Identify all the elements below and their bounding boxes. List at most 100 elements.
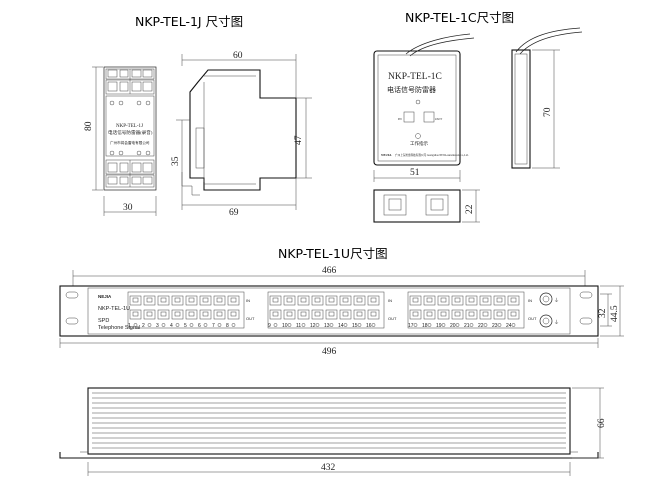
status-led [497,323,502,327]
side-view-1c [511,27,583,169]
label-1u-out-2: OUT [388,316,397,321]
rj11-port-out [367,309,380,320]
status-led [217,323,222,327]
bottom-view-1u [59,387,604,476]
port-number-label: 22 [478,323,484,329]
port-number-label: 12 [310,323,316,329]
port-number-label: 4 [170,323,173,329]
ground-icon-bottom: ⏚ [554,319,559,326]
label-1u-in-1: IN [246,298,250,303]
rj11-port-in [185,295,198,306]
rj11-port-in [157,295,170,306]
status-led [469,323,474,327]
status-led [357,323,362,327]
port-number-label: 17 [408,323,414,329]
port-number-label: 1 [128,323,131,329]
status-led [329,323,334,327]
ground-icon-top: ⏚ [554,297,559,304]
rj11-port-out [185,309,198,320]
label-1u-type2: Telephone Signal [98,325,140,331]
rj11-port-out [353,309,366,320]
status-led [427,323,432,327]
dim-1c-height: 70 [543,107,553,117]
dim-1u-mount: 466 [322,266,337,276]
rj11-port-out [325,309,338,320]
rj11-port-in [437,295,450,306]
port-number-label: 23 [492,323,498,329]
rj11-port-in [479,295,492,306]
rj11-port-out [297,309,310,320]
label-1j-name: 电话信号防雷器(录音) [108,129,153,136]
status-led [189,323,194,327]
rj11-port-in [353,295,366,306]
rj11-port-in [423,295,436,306]
status-led [455,323,460,327]
rj11-port-out [465,309,478,320]
status-led [175,323,180,327]
rj11-port-out [143,309,156,320]
label-1u-in-2: IN [388,298,392,303]
rj11-port-in [451,295,464,306]
label-1j-company: 广州市将会雷电有限公司 [110,140,150,145]
rj11-port-in [409,295,422,306]
status-led [301,323,306,327]
rj11-port-out [171,309,184,320]
port-number-label: 14 [338,323,344,329]
port-number-label: 2 [142,323,145,329]
label-1u-model: NKP-TEL-1U [98,306,130,312]
label-1u-brand: NEJIA [98,294,112,299]
port-number-label: 13 [324,323,330,329]
dim-1c-side: 22 [465,204,475,214]
label-1u-out-3: OUT [528,316,537,321]
rj11-port-in [283,295,296,306]
rj11-port-in [493,295,506,306]
rj11-port-in [199,295,212,306]
label-1c-in: IN [398,117,402,121]
status-led [287,323,292,327]
dim-1c-width: 51 [410,168,420,178]
dim-1u-panel: 44.5 [610,305,620,322]
rj11-port-out [437,309,450,320]
rj11-port-in [129,295,142,306]
side-view-1j [176,54,312,210]
port-number-label: 16 [366,323,372,329]
rj11-port-out [311,309,324,320]
label-1c-company: 广州上东防雷科技有限公司 Guangzhou NEJIA Automation … [395,153,469,157]
label-1c-brand: NEJIA [381,153,392,157]
port-number-label: 3 [156,323,159,329]
label-1u-out-1: OUT [246,316,255,321]
port-number-label: 11 [296,323,301,329]
rj11-port-in [227,295,240,306]
rj11-port-in [143,295,156,306]
rj11-port-out [213,309,226,320]
dim-1j-top: 60 [233,51,243,61]
dim-1j-width: 30 [123,203,133,213]
port-number-label: 24 [506,323,512,329]
rj11-port-out [157,309,170,320]
rj11-port-in [269,295,282,306]
port-number-label: 8 [226,323,229,329]
heat-fins [92,392,566,449]
rj11-port-in [465,295,478,306]
dim-1u-height: 32 [598,308,608,318]
status-led [161,323,166,327]
label-1j-model: NKP-TEL-1J [116,124,143,129]
port-group-1: 1 2 3 4 5 6 7 8 [127,291,245,329]
port-number-label: 18 [422,323,428,329]
port-number-label: 7 [212,323,215,329]
port-number-label: 6 [198,323,201,329]
dim-1u-body: 432 [321,463,336,473]
bottom-view-1c [373,189,480,223]
rj11-port-out [493,309,506,320]
dim-1j-height: 80 [84,121,94,131]
rj11-port-out [283,309,296,320]
title-1u: NKP-TEL-1U尺寸图 [278,246,388,261]
front-view-1j: NKP-TEL-1J 电话信号防雷器(录音) 广州市将会雷电有限公司 [92,66,157,216]
port-number-label: 5 [184,323,187,329]
dim-1j-bottom: 69 [229,208,239,218]
rj11-port-in [367,295,380,306]
status-led [413,323,418,327]
